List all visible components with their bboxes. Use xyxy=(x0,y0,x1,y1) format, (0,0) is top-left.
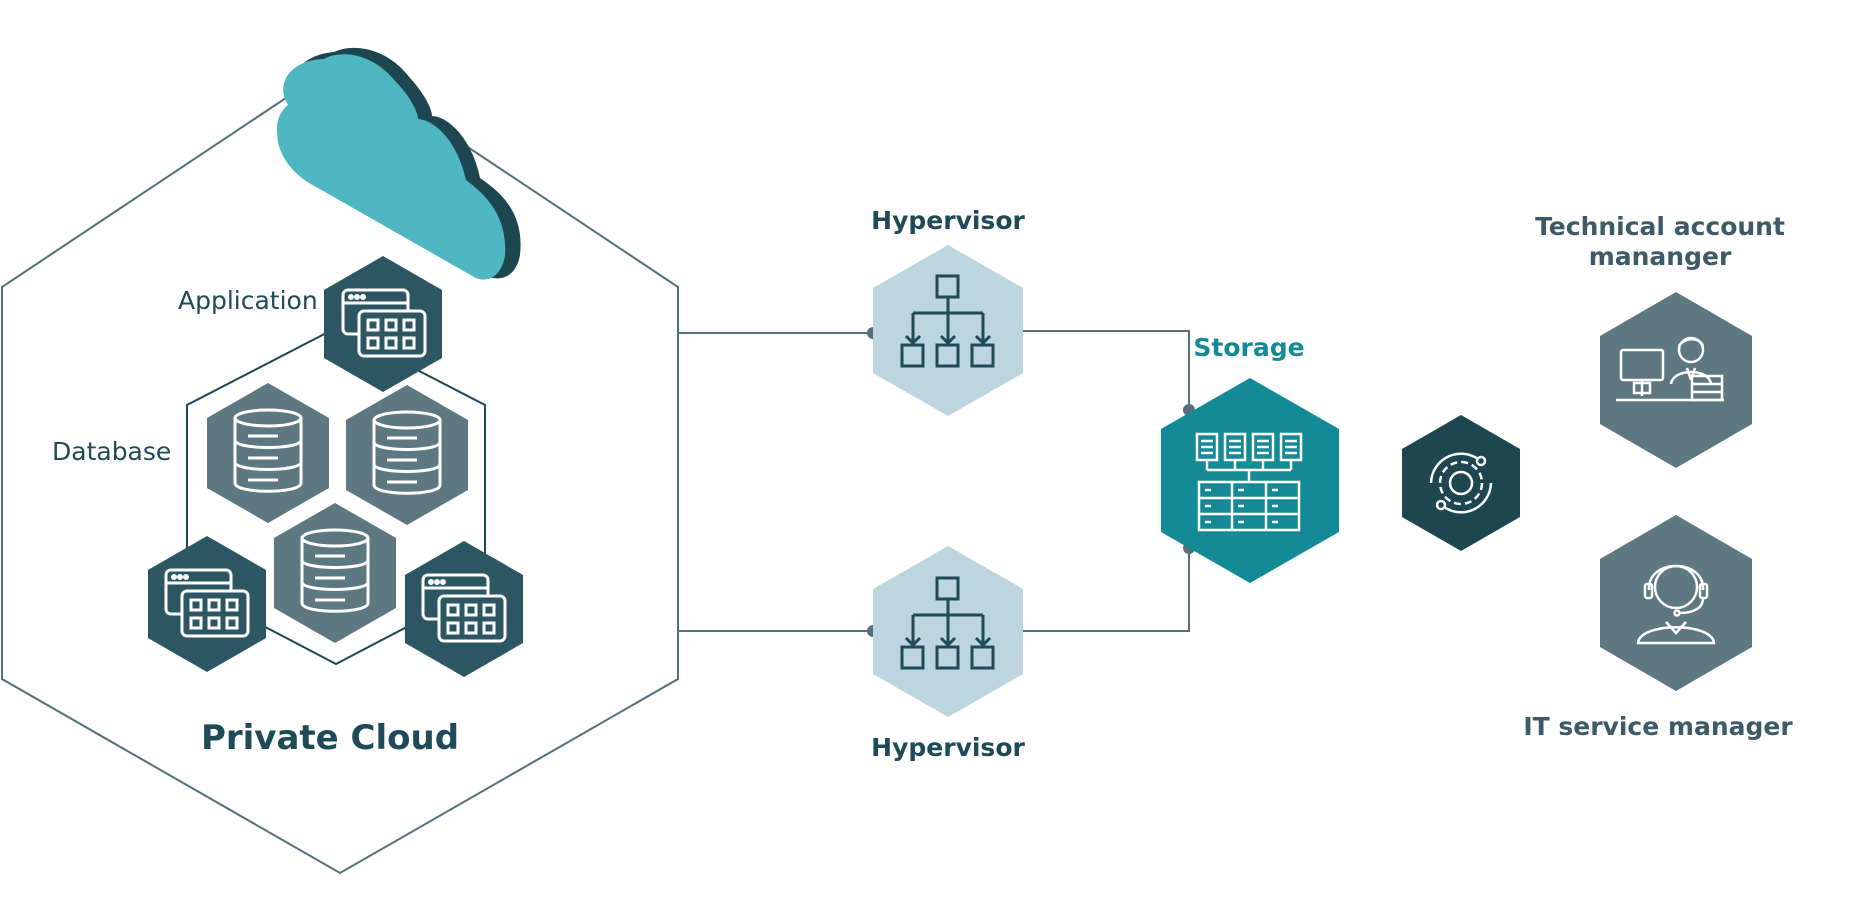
technical-account-manager-label-line1: Technical account xyxy=(1535,212,1785,241)
hypervisor-top-label: Hypervisor xyxy=(871,206,1025,235)
connector-lines xyxy=(678,330,1190,632)
database-hex-3 xyxy=(274,503,396,643)
database-hex-1 xyxy=(207,383,329,523)
database-label: Database xyxy=(52,437,172,466)
application-hex-bottom-left xyxy=(148,536,266,672)
database-icon xyxy=(233,408,303,493)
hierarchy-icon xyxy=(900,576,995,670)
it-service-manager-hex xyxy=(1600,515,1752,691)
headset-agent-icon xyxy=(1636,564,1716,645)
technical-account-manager-hex xyxy=(1600,292,1752,468)
database-icon xyxy=(300,528,370,613)
cloud-icon xyxy=(276,47,521,280)
hypervisor-bottom-label: Hypervisor xyxy=(871,733,1025,762)
gear-cycle-icon xyxy=(1429,452,1493,514)
database-hex-2 xyxy=(346,385,468,525)
application-label: Application xyxy=(178,286,318,315)
private-cloud-outline xyxy=(0,60,679,875)
it-service-manager-label: IT service manager xyxy=(1523,712,1793,741)
app-window-icon xyxy=(164,568,250,638)
hypervisor-hex-bottom xyxy=(873,546,1023,717)
private-cloud-title: Private Cloud xyxy=(200,718,460,758)
settings-hex xyxy=(1402,415,1520,551)
app-window-icon xyxy=(421,573,507,643)
database-icon xyxy=(372,410,442,495)
application-hex-top xyxy=(324,256,442,392)
app-window-icon xyxy=(341,288,427,358)
hierarchy-icon xyxy=(900,274,995,368)
storage-label: Storage xyxy=(1193,333,1305,362)
application-hex-bottom-right xyxy=(405,541,523,677)
technical-account-manager-label-line2: mananger xyxy=(1588,242,1732,271)
storage-hex xyxy=(1161,378,1339,583)
hypervisor-hex-top xyxy=(873,245,1023,416)
database-cluster-outline xyxy=(186,326,486,666)
person-desk-icon xyxy=(1616,336,1724,402)
server-rack-icon xyxy=(1195,432,1303,532)
